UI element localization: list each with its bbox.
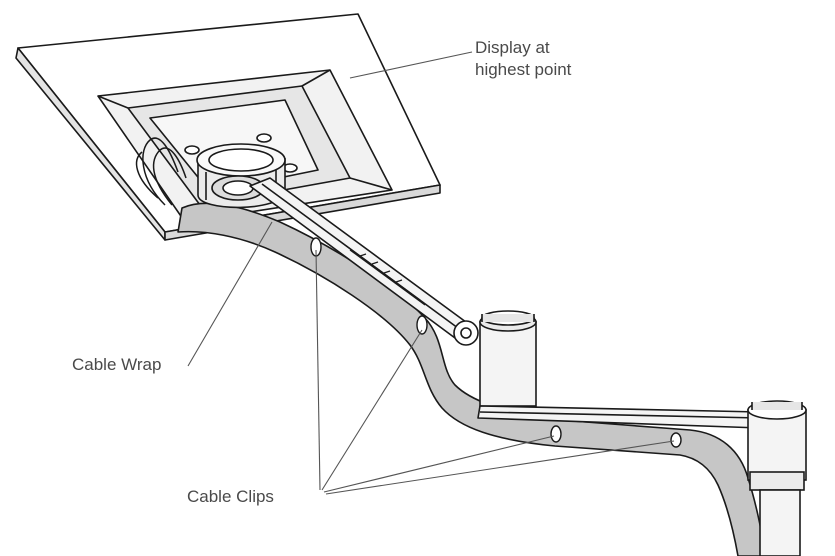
cable-clip-4 [670,432,682,448]
display-label-line1: Display at [475,38,550,57]
leader-display [349,51,473,79]
leader-clip-3 [323,435,555,493]
leader-clip-4 [325,440,675,495]
cable-clips-label: Cable Clips [187,487,274,506]
middle-post [479,310,537,407]
cable-wrap-label: Cable Wrap [72,355,162,374]
base-post [747,400,807,556]
display-label-line2: highest point [475,60,572,79]
leader-clip-1 [315,249,321,491]
upper-arm-link [249,177,479,346]
leader-lines [187,51,675,495]
cable-clip-3 [550,425,562,443]
cable-loops [135,137,187,206]
arm-slot-detail [344,244,426,306]
leader-clip-2 [321,329,423,491]
cable-clip-2 [416,315,428,335]
display-label: Display at highest point [475,37,571,81]
leader-cable-wrap [187,221,273,367]
